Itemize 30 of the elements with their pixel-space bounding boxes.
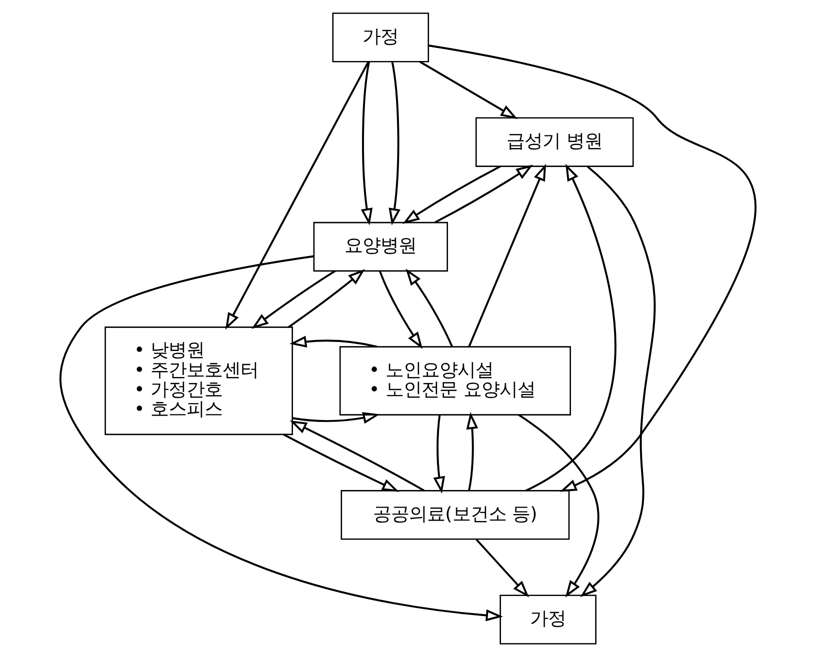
- node-box: 공공의료(보건소 등): [340, 490, 570, 540]
- arrow: [580, 166, 656, 598]
- arrow: [428, 44, 756, 492]
- node-box: 가정: [500, 594, 596, 644]
- arrow: [252, 270, 336, 329]
- arrow: [225, 62, 370, 330]
- arrow: [283, 434, 400, 492]
- node-box: • 노인요양시설 • 노인전문 요양시설: [339, 346, 571, 416]
- arrow: [468, 164, 546, 347]
- arrow: [60, 255, 503, 622]
- arrow: [360, 62, 373, 226]
- arrow: [290, 336, 378, 348]
- arrow: [433, 414, 446, 494]
- arrow: [518, 414, 600, 598]
- arrow: [434, 164, 534, 224]
- arrow: [290, 420, 425, 492]
- arrow: [466, 412, 478, 491]
- arrow: [419, 60, 518, 120]
- node-box: 가정: [332, 12, 430, 62]
- arrow: [406, 268, 453, 347]
- node-box: • 낮병원 • 주간보호센터 • 가정간호 • 호스피스: [104, 326, 293, 436]
- arrow: [402, 165, 502, 224]
- arrow: [526, 164, 616, 492]
- node-box: 요양병원: [313, 222, 448, 272]
- arrow: [476, 538, 530, 598]
- node-box: 급성기 병원: [475, 117, 634, 167]
- arrow: [388, 62, 400, 226]
- arrow: [378, 270, 423, 349]
- arrow: [292, 412, 380, 424]
- arrow: [288, 269, 366, 328]
